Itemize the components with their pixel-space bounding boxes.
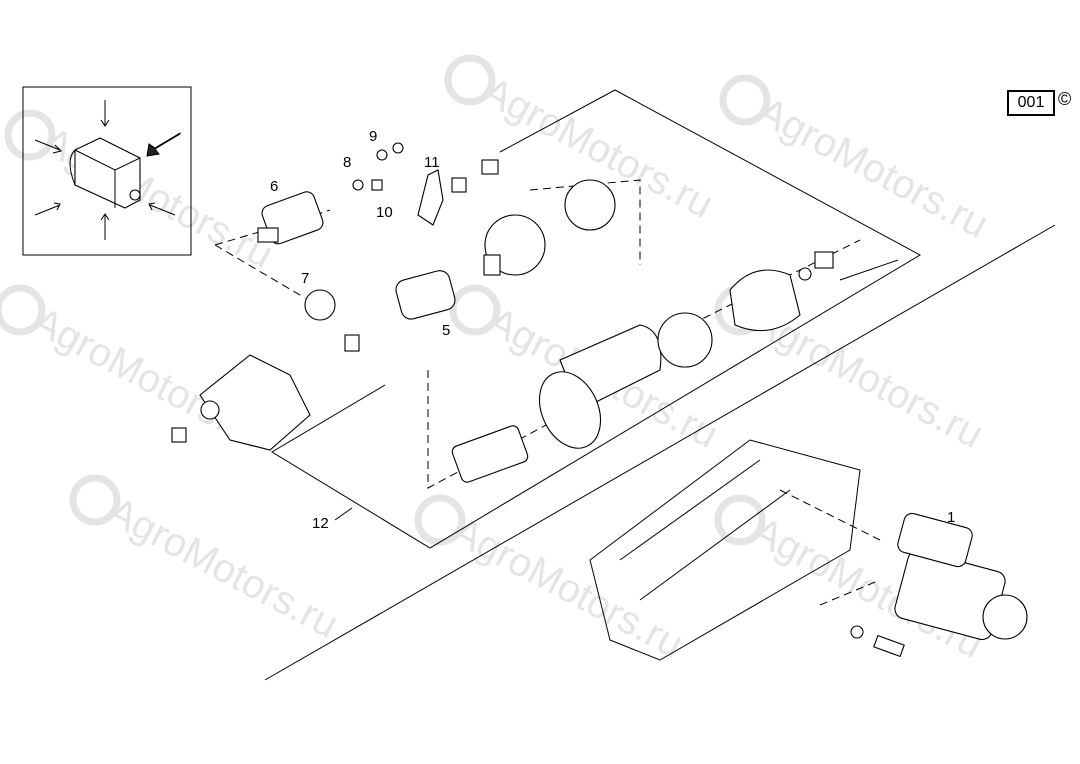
terminal-part[interactable]: [371, 179, 383, 191]
bearing-part[interactable]: [451, 177, 467, 193]
callout-5: 5: [442, 322, 450, 339]
bushing-part[interactable]: [171, 427, 187, 443]
callout-labels: 1 5 6 7 8 9 10 11 12: [270, 128, 955, 532]
callout-12: 12: [312, 515, 329, 532]
planetary-gear-part[interactable]: [483, 214, 546, 276]
o-ring-part[interactable]: [304, 289, 336, 321]
fork-lever-part[interactable]: [417, 169, 444, 226]
bolt-part[interactable]: [873, 634, 905, 658]
gear-icon: [69, 474, 121, 526]
orientation-inset: [22, 86, 192, 256]
gear-icon: [719, 74, 771, 126]
starter-motor-assembly-part[interactable]: [893, 512, 1028, 642]
brush-holder-part[interactable]: [657, 312, 713, 368]
watermark-text: AgroMotors.ru: [446, 509, 690, 667]
clip-part[interactable]: [481, 159, 499, 175]
callout-6: 6: [270, 178, 278, 195]
parts: [171, 142, 1028, 661]
pinion-drive-part[interactable]: [394, 268, 457, 321]
callout-11: 11: [424, 154, 440, 171]
ring-gear-part[interactable]: [564, 179, 616, 231]
washer-part[interactable]: [850, 625, 864, 639]
gear-icon: [0, 284, 46, 336]
nut-part[interactable]: [352, 179, 364, 191]
nut-part[interactable]: [392, 142, 404, 154]
gear-icon: [4, 109, 56, 161]
callout-10: 10: [376, 204, 393, 221]
drive-end-housing-part[interactable]: [199, 354, 311, 451]
armature-part[interactable]: [451, 424, 530, 484]
watermark-text: AgroMotors.ru: [751, 89, 995, 247]
callout-1: 1: [947, 509, 955, 526]
bushing-part[interactable]: [344, 334, 360, 352]
watermark-text: AgroMotors.ru: [101, 489, 345, 647]
callout-8: 8: [343, 154, 351, 171]
watermark-text: AgroMotors.ru: [36, 119, 280, 277]
direction-arrows-icon: [34, 100, 181, 240]
page-reference-code: 001: [1007, 90, 1055, 116]
gear-icon: [444, 54, 496, 106]
washer-part[interactable]: [376, 149, 388, 161]
end-plate-part[interactable]: [528, 362, 613, 458]
callout-7: 7: [301, 270, 309, 287]
commutator-end-cover-part[interactable]: [729, 269, 801, 332]
gear-icon: [449, 284, 501, 336]
solenoid-part[interactable]: [257, 190, 325, 246]
washer-part[interactable]: [798, 267, 812, 281]
starter-module-icon: [69, 137, 141, 209]
bushing-part[interactable]: [814, 251, 834, 269]
copyright-icon: ©: [1058, 89, 1072, 109]
through-bolt-part[interactable]: [839, 259, 899, 281]
callout-9: 9: [369, 128, 377, 145]
gear-icon: [714, 494, 766, 546]
engine-block-part[interactable]: [589, 439, 861, 661]
